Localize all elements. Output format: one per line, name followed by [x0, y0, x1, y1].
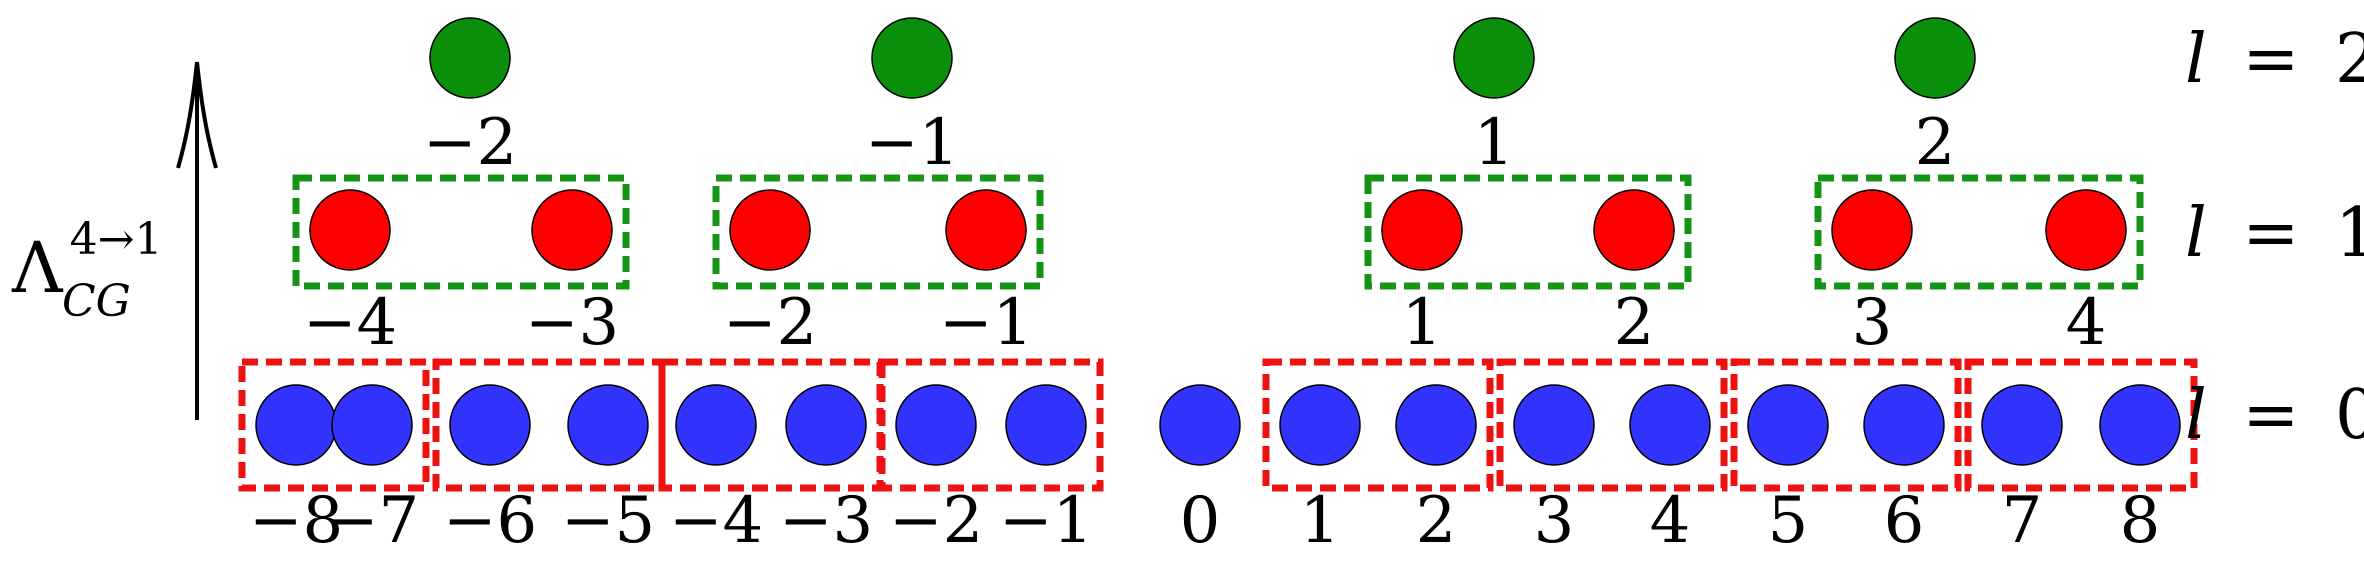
group-frame	[1814, 174, 2144, 290]
site-node	[1747, 384, 1829, 466]
site-label: 2	[1915, 106, 1956, 180]
site-node	[449, 384, 531, 466]
site-node	[1513, 384, 1595, 466]
operator-subscript: CG	[62, 276, 131, 327]
site-node	[1593, 189, 1675, 271]
site-label: −3	[525, 286, 619, 360]
site-node	[1159, 384, 1241, 466]
operator-superscript: 4→1	[70, 214, 163, 265]
group-frame	[1730, 358, 1962, 492]
site-label: −4	[669, 484, 763, 558]
site-node	[1453, 17, 1535, 99]
site-label: 2	[1416, 484, 1457, 558]
site-node	[255, 384, 337, 466]
site-label: −2	[423, 106, 517, 180]
site-label: −1	[939, 286, 1033, 360]
site-label: 6	[1884, 484, 1925, 558]
site-label: 3	[1852, 286, 1893, 360]
nodes-layer	[255, 17, 2181, 466]
site-node	[729, 189, 811, 271]
group-frame	[1964, 358, 2198, 492]
site-node	[1381, 189, 1463, 271]
site-node	[785, 384, 867, 466]
site-label: −3	[779, 484, 873, 558]
site-label: 4	[1650, 484, 1691, 558]
group-frame	[292, 174, 630, 290]
site-label: −2	[723, 286, 817, 360]
frames-layer	[238, 174, 2198, 492]
group-frame	[238, 358, 430, 492]
site-node	[309, 189, 391, 271]
group-frame	[878, 358, 1104, 492]
group-frame	[1364, 174, 1692, 290]
operator-symbol: Λ	[11, 227, 64, 309]
site-node	[2045, 189, 2127, 271]
site-node	[1395, 384, 1477, 466]
level-label-2: l = 2	[2185, 20, 2364, 99]
group-frame	[1496, 358, 1728, 492]
site-node	[945, 189, 1027, 271]
level-label-1: l = 1	[2185, 194, 2364, 273]
site-node	[675, 384, 757, 466]
operator-label: Λ 4→1 CG	[11, 214, 168, 327]
site-label: 7	[2002, 484, 2043, 558]
site-label: 2	[1614, 286, 1655, 360]
site-label: −7	[325, 484, 419, 558]
site-node	[1005, 384, 1087, 466]
site-node	[895, 384, 977, 466]
site-label: 5	[1768, 484, 1809, 558]
site-label: 4	[2066, 286, 2107, 360]
site-node	[567, 384, 649, 466]
site-node	[1629, 384, 1711, 466]
site-node	[871, 17, 953, 99]
site-label: 8	[2120, 484, 2161, 558]
site-label: 1	[1300, 484, 1341, 558]
site-node	[1981, 384, 2063, 466]
group-frame	[658, 358, 884, 492]
site-label: −5	[561, 484, 655, 558]
site-label: −1	[865, 106, 959, 180]
coarse-graining-arrow	[176, 61, 218, 420]
site-node	[2099, 384, 2181, 466]
site-node	[531, 189, 613, 271]
site-label: 3	[1534, 484, 1575, 558]
site-label: −6	[443, 484, 537, 558]
level-label-0: l = 0	[2185, 376, 2364, 455]
site-node	[331, 384, 413, 466]
site-label: −1	[999, 484, 1093, 558]
group-frame	[1262, 358, 1494, 492]
site-node	[1831, 189, 1913, 271]
site-node	[1894, 17, 1976, 99]
site-node	[1279, 384, 1361, 466]
arrow-head-icon	[176, 61, 218, 169]
site-label: 1	[1402, 286, 1443, 360]
site-label: 1	[1474, 106, 1515, 180]
site-label: −8	[249, 484, 343, 558]
site-node	[429, 17, 511, 99]
site-label: 0	[1180, 484, 1221, 558]
site-label: −2	[889, 484, 983, 558]
site-label: −4	[303, 286, 397, 360]
site-node	[1863, 384, 1945, 466]
